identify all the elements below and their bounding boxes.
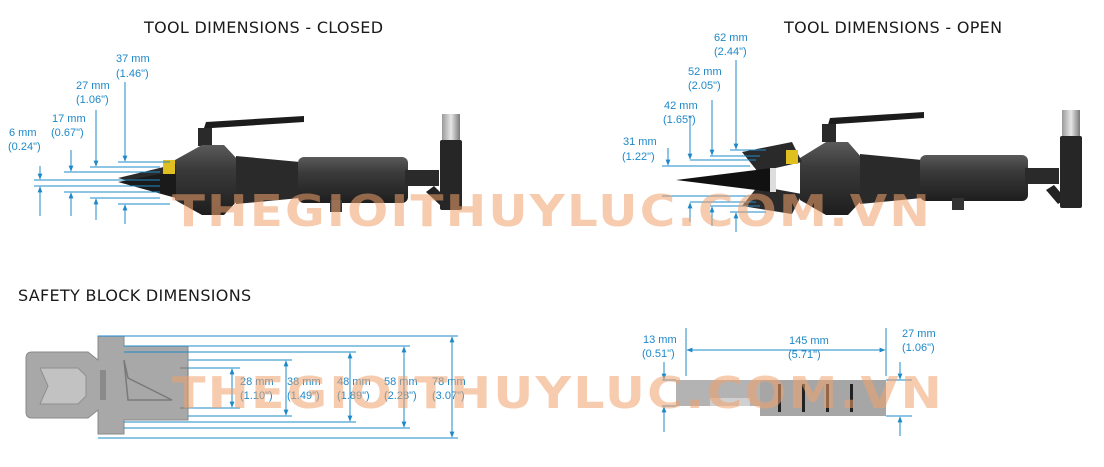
dim-label: 78 mm — [432, 376, 466, 388]
closed-tool — [118, 114, 462, 215]
dim-label: (2.28") — [384, 390, 417, 402]
dim-label: 37 mm — [116, 53, 150, 65]
open-dimension-labels: 31 mm (1.22") 42 mm (1.65") 52 mm (2.05"… — [622, 32, 748, 163]
dim-label: 27 mm — [902, 328, 936, 340]
safety-block-top-view — [25, 335, 189, 435]
dim-label: (1.65") — [663, 114, 696, 126]
dim-label: (1.10") — [240, 390, 273, 402]
dim-label: (5.71") — [788, 349, 821, 361]
dim-label: (1.22") — [622, 151, 655, 163]
heading-closed: TOOL DIMENSIONS - CLOSED — [144, 18, 384, 37]
dim-label: 145 mm — [789, 335, 829, 347]
dim-label: 17 mm — [52, 113, 86, 125]
dim-label: (1.89") — [337, 390, 370, 402]
open-dimension-lines — [662, 60, 766, 232]
dim-label: (1.46") — [116, 68, 149, 80]
dim-label: 6 mm — [9, 127, 37, 139]
dim-label: (3.07") — [432, 390, 465, 402]
side-dimension-lines — [661, 328, 912, 436]
closed-dimension-lines — [34, 82, 170, 224]
dim-label: (1.49") — [287, 390, 320, 402]
dim-label: 27 mm — [76, 80, 110, 92]
dim-label: (0.51") — [642, 348, 675, 360]
watermark-top: THEGIOITHUYLUC.COM.VN — [172, 186, 932, 237]
dim-label: 13 mm — [643, 334, 677, 346]
block-dimension-lines — [98, 335, 458, 439]
dim-label: (2.44") — [714, 46, 747, 58]
dim-label: 62 mm — [714, 32, 748, 44]
dim-label: (2.05") — [688, 80, 721, 92]
dim-label: 28 mm — [240, 376, 274, 388]
dim-label: 52 mm — [688, 66, 722, 78]
dim-label: 38 mm — [287, 376, 321, 388]
dim-label: 42 mm — [664, 100, 698, 112]
heading-safety-block: SAFETY BLOCK DIMENSIONS — [18, 286, 252, 305]
dim-label: (1.06") — [902, 342, 935, 354]
open-tool — [676, 110, 1082, 215]
dim-label: 31 mm — [623, 136, 657, 148]
side-dimension-labels: 13 mm (0.51") 145 mm (5.71") 27 mm (1.06… — [642, 328, 936, 361]
safety-block-side-view — [676, 380, 886, 416]
dim-label: 58 mm — [384, 376, 418, 388]
dim-label: (0.67") — [51, 127, 84, 139]
dim-label: 48 mm — [337, 376, 371, 388]
dim-label: (0.24") — [8, 141, 41, 153]
closed-dimension-labels: 6 mm (0.24") 17 mm (0.67") 27 mm (1.06")… — [8, 53, 150, 153]
dim-label: (1.06") — [76, 94, 109, 106]
heading-open: TOOL DIMENSIONS - OPEN — [784, 18, 1003, 37]
block-dimension-labels: 28 mm (1.10") 38 mm (1.49") 48 mm (1.89"… — [240, 376, 466, 402]
watermark-bottom: THEGIOITHUYLUC.COM.VN — [172, 368, 944, 419]
